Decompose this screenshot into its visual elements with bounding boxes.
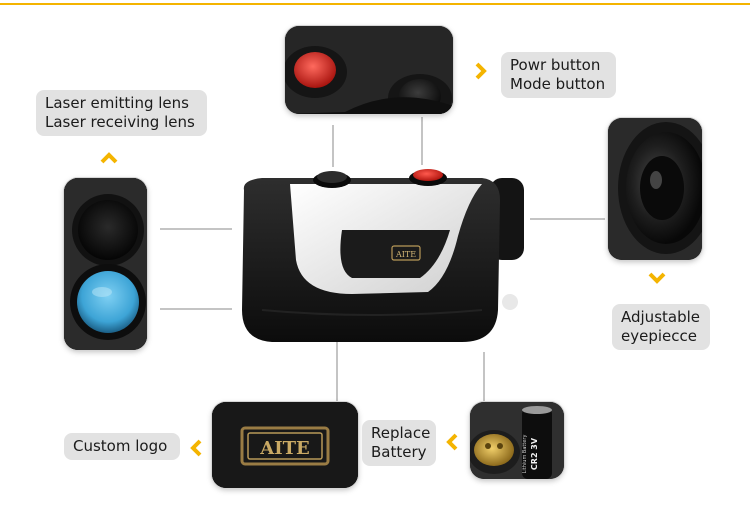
connector-lens-bottom [160,308,232,310]
battery-text-1: Replace [371,424,431,442]
logo-closeup-text: AITE [259,438,310,459]
eyepiece-label: Adjustable eyepiecce [612,304,710,350]
buttons-label: Powr button Mode button [501,52,616,98]
eyepiece-text-2: eyepiecce [621,327,697,345]
eyepiece-photo [608,118,702,260]
custom-logo-text: Custom logo [73,437,168,455]
buttons-photo [285,26,453,114]
laser-receiving-text: Laser receiving lens [45,113,195,131]
top-accent-line [0,3,750,5]
chevron-left-icon [446,433,458,451]
mode-button-text: Mode button [510,75,606,93]
battery-text-2: Battery [371,443,427,461]
logo-closeup-photo: AITE [212,402,358,488]
power-button-text: Powr button [510,56,601,74]
rangefinder-device: AITE [242,169,524,342]
laser-lens-photo [64,178,147,350]
chevron-down-icon [648,272,666,284]
connector-battery [483,352,485,402]
battery-type-text: Lithium Battery [522,435,528,474]
connector-mode [421,117,423,165]
eyepiece-text-1: Adjustable [621,308,700,326]
battery-label: Replace Battery [362,420,436,466]
battery-photo: CR2 3V Lithium Battery [470,402,564,479]
connector-power [332,125,334,167]
connector-eyepiece [530,218,605,220]
custom-logo-label: Custom logo [64,433,180,460]
chevron-left-icon [190,439,202,457]
connector-lens-top [160,228,232,230]
battery-model-text: CR2 3V [530,437,539,470]
laser-emitting-text: Laser emitting lens [45,94,189,112]
chevron-right-icon [475,62,487,80]
laser-lens-label: Laser emitting lens Laser receiving lens [36,90,207,136]
device-logo-text: AITE [395,250,416,259]
chevron-up-icon [100,152,118,164]
